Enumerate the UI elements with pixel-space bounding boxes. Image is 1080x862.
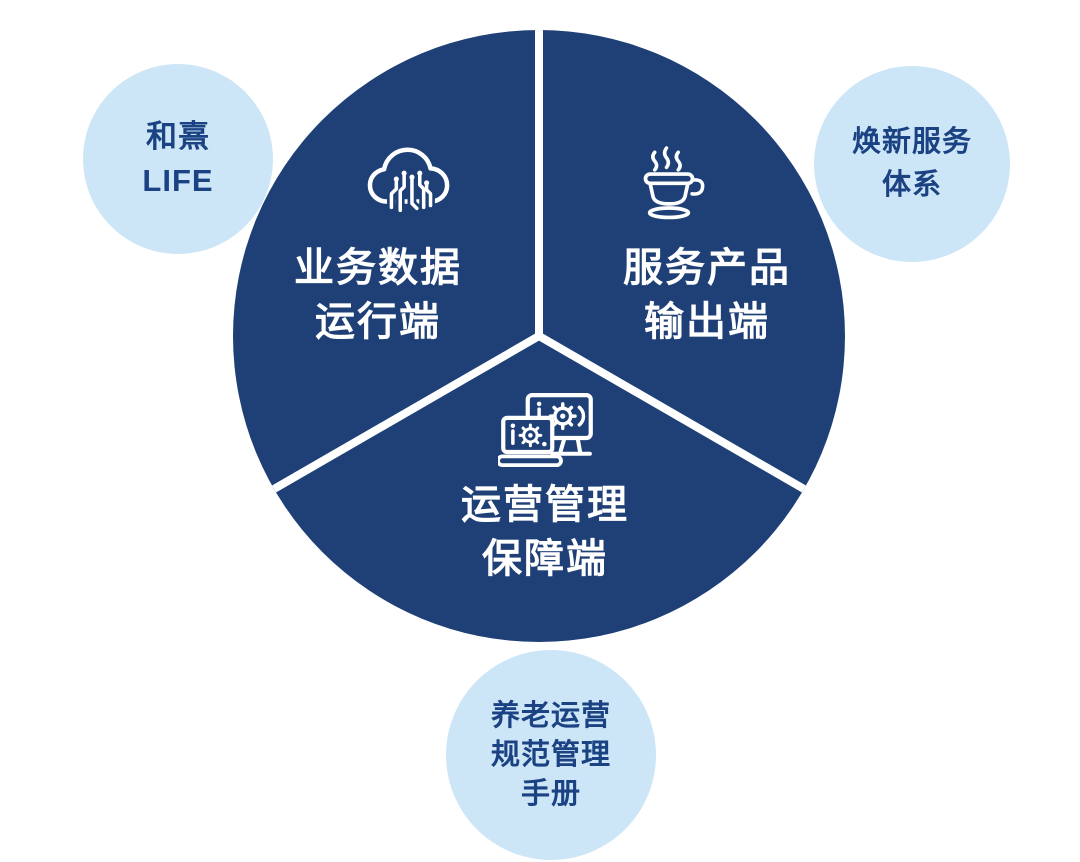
segment-label-service-product: 服务产品 输出端: [623, 241, 791, 349]
segment-label-line: 输出端: [644, 300, 770, 344]
segment-label-line: 运营管理: [461, 483, 629, 527]
segment-label-business-data: 业务数据 运行端: [294, 241, 462, 349]
segment-label-line: 运行端: [315, 300, 441, 344]
satellite-label-line: 和熹: [146, 119, 210, 154]
satellite-label-line: 养老运营: [490, 699, 611, 732]
satellite-label-line: 焕新服务: [851, 126, 972, 158]
satellite-label-line: 手册: [520, 777, 581, 810]
segment-label-line: 业务数据: [294, 246, 462, 290]
segment-divider-vertical: [535, 30, 543, 336]
segment-label-line: 服务产品: [623, 246, 791, 290]
segment-label-operation-management: 运营管理 保障端: [461, 478, 629, 586]
segment-label-line: 保障端: [482, 537, 608, 581]
coffee-cup-icon: [627, 138, 711, 232]
computer-gears-icon: [498, 390, 596, 472]
satellite-circle-hexi-life: 和熹 LIFE: [83, 64, 273, 254]
main-tri-sector-circle: 业务数据 运行端 服务产品 输出端: [233, 30, 845, 642]
satellite-label-line: 体系: [881, 169, 942, 201]
cloud-data-icon: [361, 139, 459, 225]
satellite-label-line: 规范管理: [490, 738, 611, 771]
satellite-circle-elderly-care-manual: 养老运营 规范管理 手册: [446, 650, 656, 860]
satellite-label-line: LIFE: [142, 163, 214, 198]
satellite-circle-renewed-service: 焕新服务 体系: [814, 66, 1010, 262]
